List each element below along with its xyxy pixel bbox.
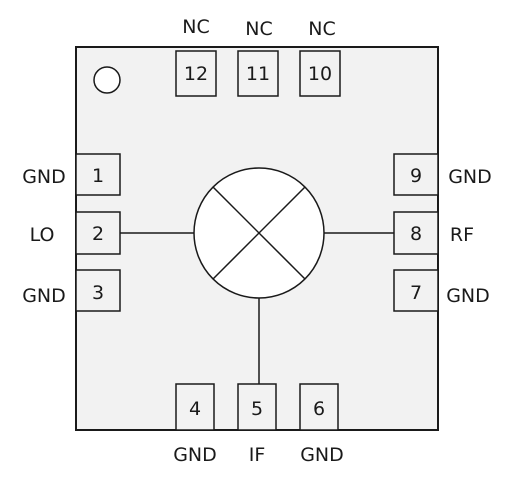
pin-number: 6 bbox=[313, 398, 325, 420]
pin-label: NC bbox=[182, 16, 209, 38]
pin-label: GND bbox=[22, 285, 66, 307]
pin-number: 10 bbox=[308, 63, 332, 85]
pin-number: 4 bbox=[189, 398, 201, 420]
pin-pad bbox=[237, 383, 277, 431]
pin-pad bbox=[75, 153, 121, 196]
pin-4: 4 GND bbox=[173, 383, 217, 466]
pin-6: 6 GND bbox=[299, 383, 344, 466]
pin-5: 5 IF bbox=[237, 383, 277, 466]
pin-pad bbox=[393, 269, 439, 312]
pin-pad bbox=[75, 269, 121, 312]
pin-label: IF bbox=[249, 444, 266, 466]
pin-pad bbox=[237, 50, 279, 97]
mixer-icon bbox=[193, 167, 325, 299]
pin-number: 5 bbox=[251, 398, 263, 420]
pin-label: RF bbox=[450, 224, 474, 246]
pin-label: GND bbox=[446, 285, 490, 307]
pin-12: 12 NC bbox=[175, 16, 217, 97]
pin-11: 11 NC bbox=[237, 18, 279, 97]
pin-label: LO bbox=[30, 224, 55, 246]
pin-label: GND bbox=[173, 444, 217, 466]
pin-number: 2 bbox=[92, 223, 104, 245]
pin-2: 2 LO bbox=[30, 211, 121, 255]
pin-1: 1 GND bbox=[22, 153, 121, 196]
pin-pad bbox=[75, 211, 121, 255]
pin-pad bbox=[175, 50, 217, 97]
pin-number: 9 bbox=[410, 165, 422, 187]
pin-pad bbox=[299, 50, 341, 97]
pin-number: 3 bbox=[92, 282, 104, 304]
pin-9: 9 GND bbox=[393, 153, 492, 196]
pin-8: 8 RF bbox=[393, 211, 474, 255]
pin-label: GND bbox=[22, 166, 66, 188]
pin-label: GND bbox=[448, 166, 492, 188]
pin-10: 10 NC bbox=[299, 18, 341, 97]
pin-number: 7 bbox=[410, 282, 422, 304]
pin-pad bbox=[299, 383, 339, 431]
pin1-marker-icon bbox=[93, 66, 121, 94]
pin-7: 7 GND bbox=[393, 269, 490, 312]
pin-label: NC bbox=[245, 18, 272, 40]
pin-3: 3 GND bbox=[22, 269, 121, 312]
pin-pad bbox=[393, 153, 439, 196]
pin-label: NC bbox=[308, 18, 335, 40]
pin-pad bbox=[175, 383, 215, 431]
pin-label: GND bbox=[300, 444, 344, 466]
pin-number: 12 bbox=[184, 63, 208, 85]
pin-number: 1 bbox=[92, 165, 104, 187]
pin-number: 8 bbox=[410, 223, 422, 245]
pin-number: 11 bbox=[246, 63, 270, 85]
